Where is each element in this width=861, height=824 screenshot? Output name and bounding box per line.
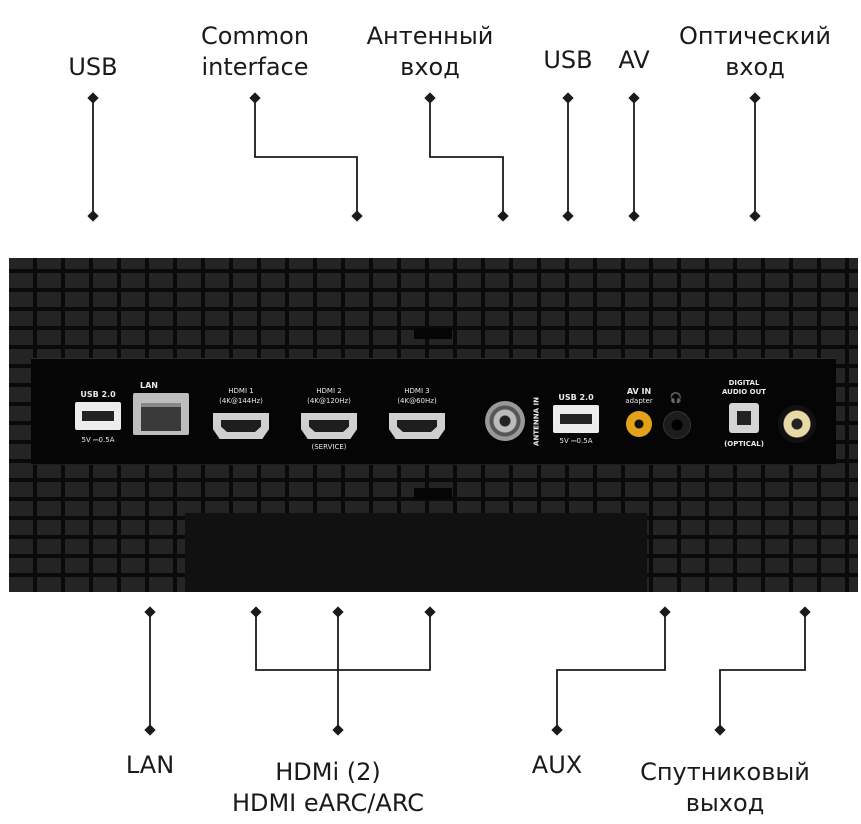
optical-sub: (OPTICAL) [724,440,764,448]
label-line: Оптический [679,22,831,50]
usb1-spec: 5V ⎓0.5A [81,436,115,444]
satellite-port [778,405,816,443]
dot [332,724,344,736]
hdmi2-spec: (4K@120Hz) [307,397,351,405]
usb2-port [553,405,599,433]
usb1-title: USB 2.0 [80,390,116,399]
hdmi3-title: HDMI 3 [404,387,430,395]
hdmi1-title: HDMI 1 [228,387,254,395]
label-line: USB [543,46,593,74]
mount-tab-top [414,328,452,339]
hdmi1-spec: (4K@144Hz) [219,397,263,405]
hdmi2-port [301,413,357,439]
label-lan: LAN [126,750,174,781]
optical-port [729,403,759,433]
dot [628,92,640,104]
label-usb-right: USB [543,45,592,76]
av-title: AV IN [626,387,652,396]
lan-title: LAN [140,381,158,390]
antenna-port [485,401,525,441]
dot [424,92,436,104]
hdmi2-service: (SERVICE) [311,443,347,451]
hdmi3-spec: (4K@60Hz) [397,397,437,405]
label-line: Common [200,22,310,50]
line-aux [556,612,666,730]
label-antenna-input: Антенный вход [367,21,494,83]
av-sub: adapter [625,397,653,405]
label-line: AUX [531,751,583,779]
dot [551,724,563,736]
dot [250,606,262,618]
optical-title-1: DIGITAL [728,379,760,387]
line-common-interface [254,98,358,216]
dot [497,210,509,222]
usb1-port [75,402,121,430]
label-optical-input: Оптический вход [679,21,831,83]
line-antenna [429,98,504,216]
dot [249,92,261,104]
label-common-interface: Common interface [201,21,309,83]
port-strip: USB 2.0 5V ⎓0.5A LAN HDMI 1 (4K@144Hz) H… [31,358,836,465]
label-av: AV [618,45,649,76]
optical-title-2: AUDIO OUT [721,388,767,396]
usb2-title: USB 2.0 [558,393,594,402]
aux-port [663,411,691,439]
dot [714,724,726,736]
dot [562,210,574,222]
dot [562,92,574,104]
label-usb-left: USB [68,52,117,83]
label-line: HDMI eARC/ARC [231,789,425,817]
antenna-title: ANTENNA IN [532,397,541,446]
label-line: вход [400,53,460,81]
lan-port [133,393,189,435]
rear-plaque [185,513,647,592]
hdmi1-port [213,413,269,439]
label-line: выход [685,789,765,817]
label-line: LAN [125,751,175,779]
label-line: Спутниковый [640,758,810,786]
headphone-icon: 🎧 [669,393,683,404]
label-aux: AUX [532,750,582,781]
dot [749,92,761,104]
label-line: interface [201,53,309,81]
dot [628,210,640,222]
hdmi2-title: HDMI 2 [316,387,342,395]
dot [424,606,436,618]
line-satellite [719,612,806,730]
label-line: HDMi (2) [275,758,381,786]
dot [659,606,671,618]
hdmi3-port [389,413,445,439]
mount-tab-bottom [414,488,452,499]
dot [144,606,156,618]
line-hdmi [255,612,431,730]
dot [87,210,99,222]
dot [351,210,363,222]
av-port [626,411,652,437]
tv-back-panel: USB 2.0 5V ⎓0.5A LAN HDMI 1 (4K@144Hz) H… [9,258,858,592]
label-satellite-output: Спутниковый выход [640,757,810,819]
dot [332,606,344,618]
dot [87,92,99,104]
label-line: Антенный [366,22,494,50]
label-line: USB [68,53,118,81]
label-line: вход [725,53,785,81]
dot [749,210,761,222]
label-hdmi: HDMi (2) HDMI eARC/ARC [232,757,424,819]
usb2-spec: 5V ⎓0.5A [559,437,593,445]
label-line: AV [618,46,650,74]
dot [799,606,811,618]
dot [144,724,156,736]
